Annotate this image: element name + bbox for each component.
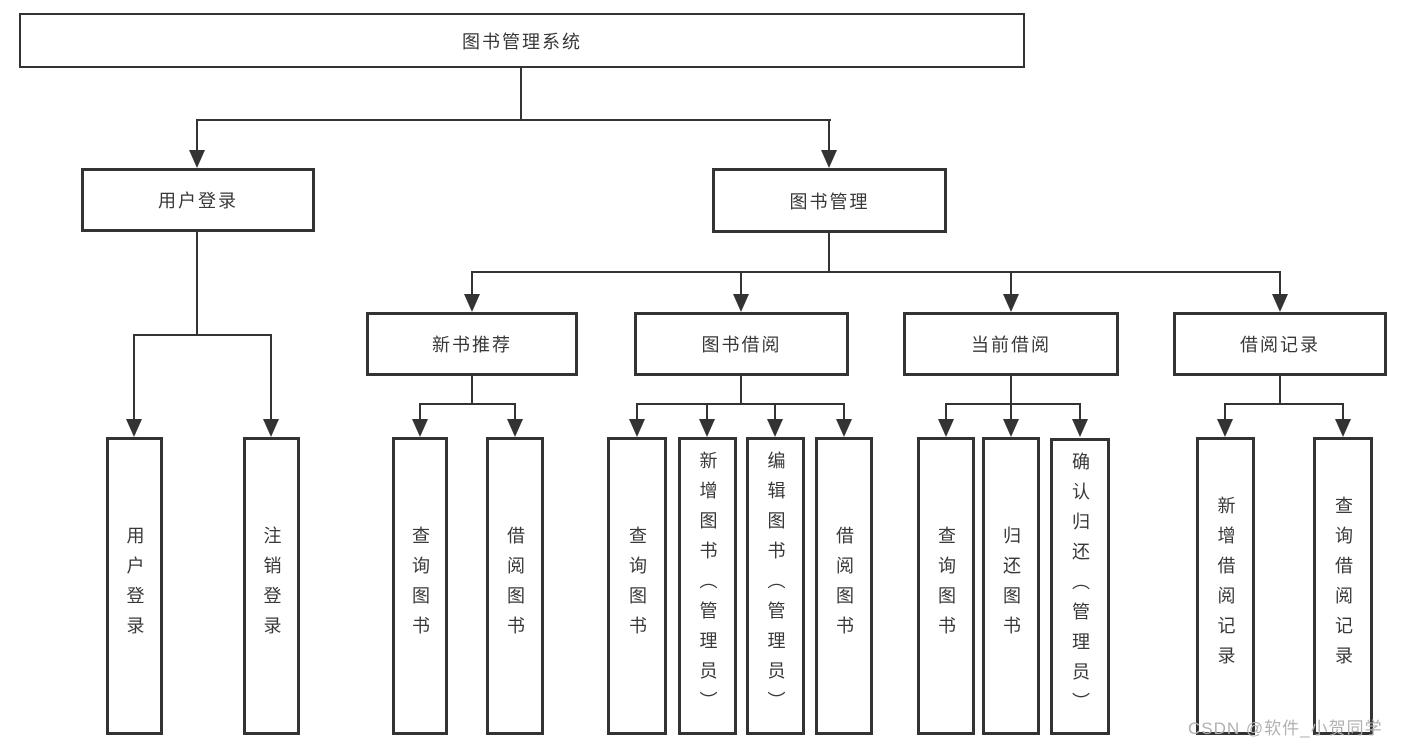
node-user-login: 用户登录 [81,168,315,232]
connector-drop-query1 [419,403,421,421]
leaf-borrow-book-1-label: 借阅图书 [505,526,525,646]
node-new-book-rec: 新书推荐 [366,312,578,376]
connector-drop-bookborrow [740,271,742,296]
connector-drop-book-mgmt [828,119,830,152]
leaf-return-book-label: 归还图书 [1001,526,1021,646]
leaf-add-record-label: 新增借阅记录 [1215,496,1236,676]
leaf-query-book-3: 查询图书 [917,437,975,735]
leaf-borrow-book-1: 借阅图书 [486,437,544,735]
connector-borrowrecord-bar [1224,403,1344,405]
arrowhead-book-mgmt [821,150,837,168]
arrowhead-currentborrow [1003,294,1019,312]
leaf-user-login: 用户登录 [106,437,163,735]
node-new-book-rec-label: 新书推荐 [432,335,512,355]
leaf-add-record: 新增借阅记录 [1196,437,1255,735]
connector-drop-borrow2 [843,403,845,421]
connector-newbookrec-stem [471,376,473,404]
connector-userlogin-stem [196,232,198,336]
connector-drop-borrowrecord [1279,271,1281,296]
leaf-query-book-3-label: 查询图书 [936,526,956,646]
node-root-label: 图书管理系统 [462,31,582,52]
arrowhead-editbook [767,419,783,437]
node-book-borrow-label: 图书借阅 [701,335,782,355]
connector-drop-query3 [945,403,947,421]
arrowhead-borrow1 [507,419,523,437]
arrowhead-addrecord [1217,419,1233,437]
leaf-borrow-book-2-label: 借阅图书 [834,526,854,646]
connector-bookborrow-stem [740,376,742,404]
arrowhead-borrow2 [836,419,852,437]
arrowhead-query1 [412,419,428,437]
leaf-user-login-label: 用户登录 [124,526,145,646]
connector-newbookrec-bar [419,403,516,405]
arrowhead-leaf-userlogin [126,419,142,437]
node-borrow-record: 借阅记录 [1173,312,1387,376]
node-current-borrow-label: 当前借阅 [971,335,1051,355]
leaf-edit-book: 编辑图书（管理员） [746,437,805,735]
node-book-borrow: 图书借阅 [634,312,849,376]
arrowhead-newbookrec [464,294,480,312]
leaf-return-book: 归还图书 [982,437,1040,735]
leaf-edit-book-label: 编辑图书（管理员） [765,451,786,721]
connector-root-bar [197,119,831,121]
connector-drop-currentborrow [1010,271,1012,296]
leaf-query-book-1: 查询图书 [392,437,448,735]
arrowhead-addbook [699,419,715,437]
arrowhead-return [1003,419,1019,437]
node-book-mgmt: 图书管理 [712,168,947,233]
leaf-confirm-return-label: 确认归还（管理员） [1070,451,1090,722]
arrowhead-borrowrecord [1272,294,1288,312]
arrowhead-leaf-logout [263,419,279,437]
leaf-query-record-label: 查询借阅记录 [1333,496,1353,676]
node-current-borrow: 当前借阅 [903,312,1119,376]
leaf-query-record: 查询借阅记录 [1313,437,1373,735]
leaf-borrow-book-2: 借阅图书 [815,437,873,735]
connector-root-stem [520,68,522,121]
connector-userlogin-bar [133,334,272,336]
connector-drop-leaf-userlogin [133,334,135,421]
connector-borrowrecord-stem [1279,376,1281,404]
arrowhead-confirmreturn [1072,419,1088,437]
arrowhead-queryrecord [1335,419,1351,437]
leaf-add-book: 新增图书（管理员） [678,437,737,735]
arrowhead-bookborrow [733,294,749,312]
connector-drop-editbook [774,403,776,421]
arrowhead-user-login [189,150,205,168]
connector-drop-leaf-logout [270,334,272,421]
connector-currentborrow-stem [1010,376,1012,404]
leaf-query-book-2-label: 查询图书 [627,526,647,646]
connector-bookmgmt-stem [828,233,830,273]
leaf-logout-label: 注销登录 [261,526,282,646]
connector-drop-borrow1 [514,403,516,421]
node-user-login-label: 用户登录 [158,191,238,211]
arrowhead-query2 [629,419,645,437]
connector-drop-newbookrec [471,271,473,296]
node-book-mgmt-label: 图书管理 [789,191,870,212]
connector-drop-query2 [636,403,638,421]
node-borrow-record-label: 借阅记录 [1240,335,1320,355]
leaf-query-book-2: 查询图书 [607,437,667,735]
leaf-confirm-return: 确认归还（管理员） [1050,438,1110,735]
connector-drop-user-login [196,119,198,152]
arrowhead-query3 [938,419,954,437]
connector-drop-queryrecord [1342,403,1344,421]
connector-drop-addbook [706,403,708,421]
leaf-query-book-1-label: 查询图书 [410,526,430,646]
connector-currentborrow-bar [945,403,1081,405]
leaf-add-book-label: 新增图书（管理员） [697,451,718,721]
connector-drop-confirmreturn [1079,403,1081,421]
connector-drop-addrecord [1224,403,1226,421]
leaf-logout: 注销登录 [243,437,300,735]
node-root: 图书管理系统 [19,13,1025,68]
connector-bookmgmt-bar [471,271,1281,273]
connector-bookborrow-bar [636,403,845,405]
csdn-watermark: CSDN @软件_小贺同学 [1188,719,1383,738]
connector-drop-return [1010,403,1012,421]
